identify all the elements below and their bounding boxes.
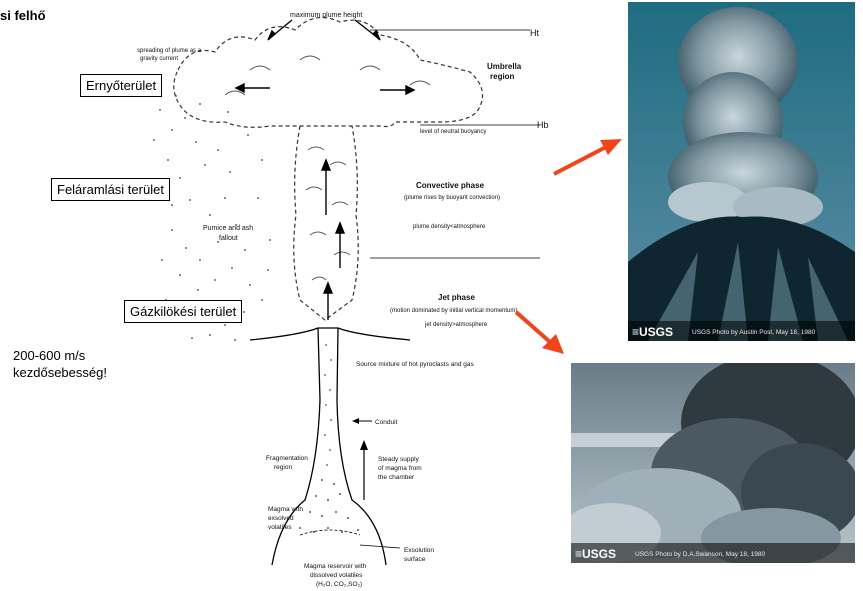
convective-region-box: Feláramlási terület (51, 178, 170, 201)
spreading-label-2: gravity current (140, 56, 178, 62)
steady-supply-label-2: of magma from (378, 465, 422, 472)
usgs-logo-top: ≡USGS (632, 325, 673, 339)
convective-phase-sub: (plume rises by buoyant convection) (404, 195, 500, 201)
plume-density-label: plume density<atmosphere (413, 224, 486, 230)
jet-phase-sub: (motion dominated by initial vertical mo… (390, 308, 517, 314)
reservoir-label-2: dissolved volatiles (310, 572, 363, 579)
slide-title-fragment: si felhő (0, 8, 46, 23)
steady-supply-label-1: Steady supply (378, 456, 420, 463)
exsolution-pointer (360, 545, 400, 548)
umbrella-arrows (236, 20, 414, 94)
umbrella-region-label-2: region (490, 72, 515, 81)
convective-phase-label: Convective phase (416, 181, 485, 190)
umbrella-cloud (174, 18, 483, 128)
usgs-logo-bottom: ≡USGS (575, 547, 616, 561)
ground-surface (250, 328, 410, 340)
spreading-label-1: spreading of plume as a (137, 48, 202, 54)
magma-exsolved-label-1: Magma with (268, 506, 303, 513)
conduit-magma-dots (299, 344, 359, 533)
exsolution-label-1: Exsolution (404, 547, 434, 554)
magma-exsolved-label-3: volatiles (268, 524, 292, 531)
fragmentation-label-1: Fragmentation (266, 455, 308, 462)
eruption-photo-top: ≡USGS USGS Photo by Austin Post, May 18,… (628, 2, 855, 341)
magma-exsolved-label-2: exsolved (268, 515, 294, 522)
umbrella-region-box: Ernyőterület (80, 74, 162, 97)
photo-credit-top: USGS Photo by Austin Post, May 18, 1980 (692, 329, 815, 336)
eruption-photo-top-art (628, 2, 855, 341)
umbrella-region-label-1: Umbrella (487, 62, 522, 71)
steady-supply-arrow-head (360, 440, 368, 450)
jet-region-box: Gázkilökési terület (124, 300, 242, 323)
upward-arrows (322, 160, 344, 320)
max-plume-height-label: maximum plume height (290, 12, 362, 19)
pumice-label-2: fallout (219, 235, 238, 242)
initial-velocity-caption: kezdősebesség! (13, 364, 107, 381)
red-arrow-top (548, 136, 628, 182)
fragmentation-label-2: region (274, 464, 292, 471)
photo-credit-bottom: USGS Photo by D.A.Swanson, May 18, 1980 (635, 551, 765, 558)
reservoir-label-1: Magma reservoir with (304, 563, 367, 570)
exsolution-surface-line (300, 530, 360, 535)
eruption-photo-bottom: ≡USGS USGS Photo by D.A.Swanson, May 18,… (571, 363, 855, 563)
reservoir-label-3: (H₂O, CO₂,SO₂) (316, 581, 362, 588)
source-mixture-label: Source mixture of hot pyroclasts and gas (356, 361, 475, 368)
pumice-label-1: Pumice and ash (203, 225, 253, 232)
jet-density-label: jet density>atmosphere (424, 322, 488, 328)
eruption-photo-bottom-art (571, 363, 855, 563)
eruption-column-diagram: maximum plume height Ht Hb spreading of … (120, 0, 560, 591)
initial-velocity-note: 200-600 m/s kezdősebesség! (13, 347, 107, 381)
steady-supply-label-3: the chamber (378, 474, 415, 481)
conduit-label: Conduit (375, 419, 398, 426)
red-arrow-bottom (512, 308, 572, 360)
hb-label: Hb (537, 120, 549, 130)
neutral-buoyancy-label: level of neutral buoyancy (420, 129, 486, 135)
conduit-pointer-head (352, 418, 359, 424)
initial-velocity-value: 200-600 m/s (13, 347, 107, 364)
jet-phase-label: Jet phase (438, 293, 475, 302)
exsolution-label-2: surface (404, 556, 426, 563)
ht-label: Ht (530, 28, 539, 38)
